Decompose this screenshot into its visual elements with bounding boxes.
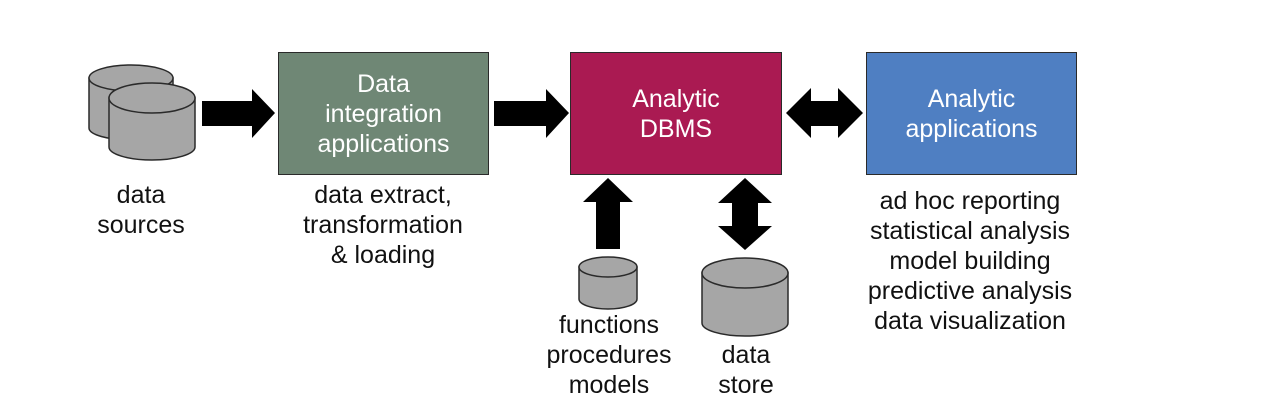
box-title-line: applications xyxy=(317,129,450,158)
label-line: data xyxy=(116,181,166,209)
box-title-line: DBMS xyxy=(639,114,713,143)
box-title-line: Analytic xyxy=(927,84,1016,113)
functions-label: functions procedures models xyxy=(546,310,671,400)
box-title-line: integration xyxy=(325,99,442,128)
label-line: data visualization xyxy=(874,307,1066,335)
box-title-line: Analytic xyxy=(632,84,720,113)
label-line: store xyxy=(718,371,774,399)
arrow-sources-to-integration xyxy=(202,89,275,138)
arrow-dbms-to-applications xyxy=(786,88,863,138)
label-line: data extract, xyxy=(314,181,452,209)
data-store-label: data store xyxy=(718,340,774,400)
analytic-applications-box: Analytic applications xyxy=(866,52,1077,175)
label-line: data xyxy=(721,341,771,369)
data-store-database-icon xyxy=(701,257,789,337)
label-line: statistical analysis xyxy=(869,217,1071,245)
arrow-datastore-to-dbms xyxy=(718,178,772,250)
analytic-dbms-box: Analytic DBMS xyxy=(570,52,782,175)
data-sources-label: data sources xyxy=(97,180,185,240)
functions-database-icon xyxy=(578,256,638,310)
label-line: sources xyxy=(97,211,185,239)
label-line: predictive analysis xyxy=(867,277,1073,305)
label-line: functions xyxy=(558,311,660,339)
arrow-functions-to-dbms xyxy=(583,178,633,249)
label-line: procedures xyxy=(546,341,672,369)
data-integration-caption: data extract, transformation & loading xyxy=(303,180,463,270)
label-line: & loading xyxy=(330,241,436,269)
label-line: transformation xyxy=(303,211,463,239)
data-integration-box: Data integration applications xyxy=(278,52,489,175)
label-line: model building xyxy=(889,247,1051,275)
label-line: ad hoc reporting xyxy=(879,187,1061,215)
arrow-integration-to-dbms xyxy=(494,89,569,138)
box-title-line: applications xyxy=(905,114,1038,143)
analytic-applications-caption: ad hoc reporting statistical analysis mo… xyxy=(868,186,1072,336)
data-sources-icon xyxy=(88,64,196,161)
box-title-line: Data xyxy=(357,69,410,98)
label-line: models xyxy=(568,371,650,399)
